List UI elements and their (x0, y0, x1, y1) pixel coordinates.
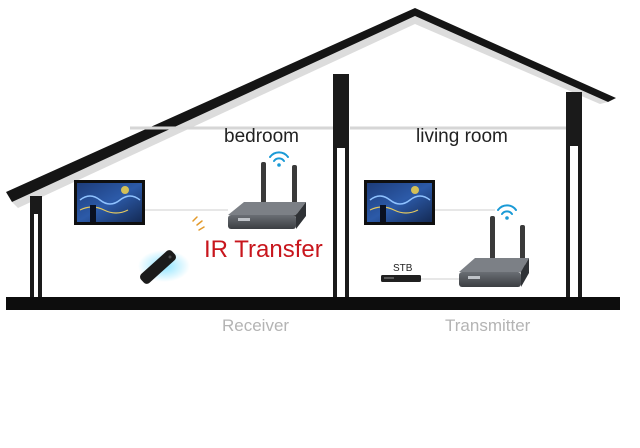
transmitter-caption: Transmitter (445, 316, 531, 335)
stb-label: STB (393, 263, 413, 274)
wifi-icon (497, 204, 517, 220)
wireless-extender-icon (228, 162, 306, 229)
walls (30, 74, 582, 298)
room-label-bedroom: bedroom (224, 126, 299, 147)
wifi-icon (269, 151, 289, 167)
roof (6, 8, 616, 208)
room-label-living-room: living room (416, 126, 508, 147)
tv-icon (74, 180, 145, 225)
set-top-box-icon (381, 275, 421, 282)
remote-control-icon (138, 216, 205, 284)
ir-transfer-label: IR Transfer (204, 236, 323, 263)
tv-icon (364, 180, 435, 225)
receiver-caption: Receiver (222, 316, 290, 335)
floor (6, 297, 620, 310)
wireless-extender-icon (459, 216, 529, 287)
